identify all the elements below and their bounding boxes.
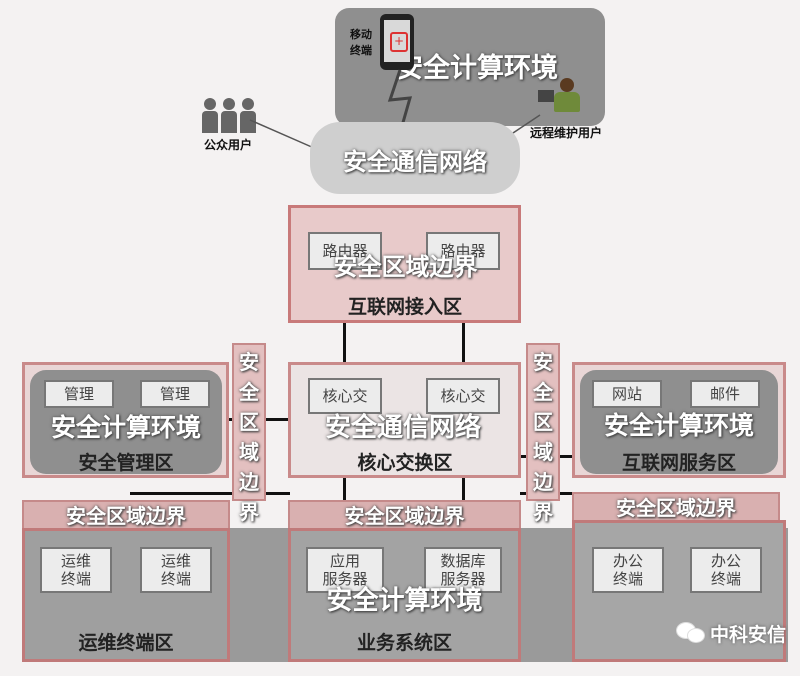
link-access-core-left xyxy=(343,322,346,362)
ops-terminal-left: 运维 终端 xyxy=(40,547,112,593)
link-core-ops xyxy=(130,492,290,495)
core-switch-left: 核心交 xyxy=(308,378,382,414)
management-env-label: 安全计算环境 xyxy=(50,413,201,442)
watermark-text: 中科安信 xyxy=(710,624,787,646)
mobile-terminal-label: 移动 终端 xyxy=(350,28,372,57)
router-left: 路由器 xyxy=(308,232,382,270)
top-env-label: 安全计算环境 xyxy=(396,53,558,84)
core-switch-right: 核心交 xyxy=(426,378,500,414)
database-server: 数据库 服务器 xyxy=(424,547,502,593)
side-boundary-right: 安全区域边界 xyxy=(526,343,560,524)
top-communication-network xyxy=(310,122,520,194)
management-title: 安全管理区 xyxy=(78,452,174,474)
business-title: 业务系统区 xyxy=(356,632,452,654)
router-right: 路由器 xyxy=(426,232,500,270)
remote-user-icon xyxy=(538,76,584,120)
core-title: 核心交换区 xyxy=(357,452,453,474)
core-network-label: 安全通信网络 xyxy=(324,413,481,443)
side-boundary-right-text: 安全区域边界 xyxy=(533,350,553,524)
side-boundary-left: 安全区域边界 xyxy=(232,343,266,524)
link-access-core-right xyxy=(462,322,465,362)
service-title: 互联网服务区 xyxy=(621,452,736,474)
ops-terminal-right: 运维 终端 xyxy=(140,547,212,593)
service-env-label: 安全计算环境 xyxy=(603,411,754,440)
business-env-label: 安全计算环境 xyxy=(326,586,483,616)
public-users-icon xyxy=(202,98,258,134)
management-device-left: 管理 xyxy=(44,380,114,408)
internet-access-title: 互联网接入区 xyxy=(347,296,462,318)
website-server: 网站 xyxy=(592,380,662,408)
link-core-business-right xyxy=(462,476,465,516)
link-core-business-left xyxy=(343,476,346,516)
wechat-icon xyxy=(676,620,706,644)
office-terminal-left: 办公 终端 xyxy=(592,547,664,593)
business-boundary: 安全区域边界 xyxy=(288,500,521,532)
side-boundary-left-text: 安全区域边界 xyxy=(239,350,259,524)
internet-access-boundary-label: 安全区域边界 xyxy=(333,253,478,281)
mobile-phone-icon: + xyxy=(380,14,414,70)
ops-title: 运维终端区 xyxy=(78,632,174,654)
ops-boundary: 安全区域边界 xyxy=(22,500,230,532)
application-server: 应用 服务器 xyxy=(306,547,384,593)
remote-users-label: 远程维护用户 xyxy=(530,126,603,140)
public-users-label: 公众用户 xyxy=(204,138,253,152)
top-network-label: 安全通信网络 xyxy=(343,148,487,176)
management-device-right: 管理 xyxy=(140,380,210,408)
mail-server: 邮件 xyxy=(690,380,760,408)
office-terminal-right: 办公 终端 xyxy=(690,547,762,593)
